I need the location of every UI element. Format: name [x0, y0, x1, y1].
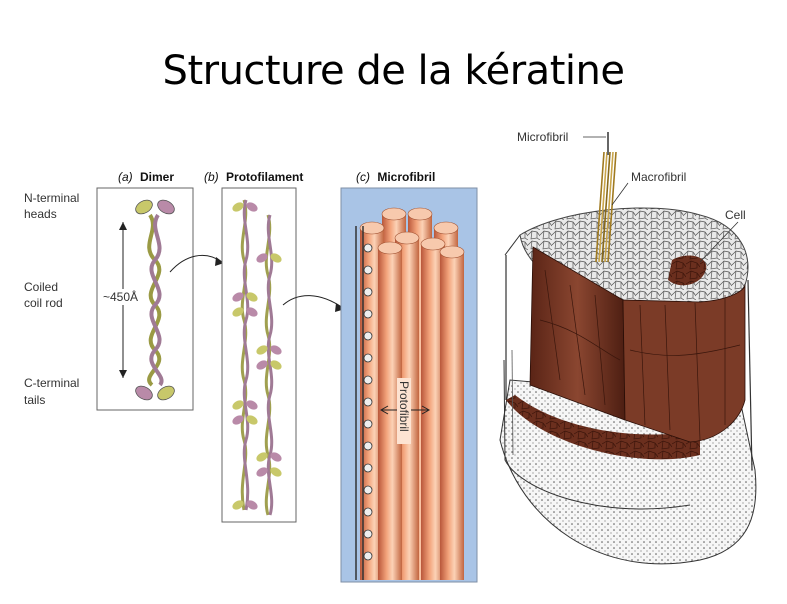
macrofibril-label: Macrofibril	[631, 170, 686, 184]
coiled-label-2: coil rod	[24, 296, 63, 310]
coiled-label: Coiled	[24, 280, 58, 294]
microfibril-heading: (c) Microfibril	[356, 170, 435, 184]
panel-dimer: (a) Dimer ~450Å	[96, 170, 194, 411]
n-terminal-label-2: heads	[24, 207, 57, 221]
macrofibril-bundle	[595, 132, 617, 263]
panel-microfibril: (c) Microfibril	[340, 170, 478, 583]
protofibril-label: Protofibril	[397, 381, 411, 432]
n-terminal-label: N-terminal	[24, 191, 79, 205]
panel-protofilament: (b) Protofilament	[204, 170, 303, 523]
hair-section: Microfibril Macrofibril Cell	[499, 130, 757, 565]
page-title: Structure de la kératine	[162, 48, 625, 94]
dimer-length-label: ~450Å	[103, 289, 138, 304]
hair-microfibril-label: Microfibril	[517, 130, 568, 144]
cell-label: Cell	[725, 208, 746, 222]
protofilament-box	[221, 187, 297, 523]
dimer-heading: (a) Dimer	[118, 170, 174, 184]
protofilament-heading: (b) Protofilament	[204, 170, 303, 184]
side-labels: N-terminal heads Coiled coil rod C-termi…	[24, 191, 79, 407]
c-terminal-label-2: tails	[24, 393, 45, 407]
c-terminal-label: C-terminal	[24, 376, 79, 390]
